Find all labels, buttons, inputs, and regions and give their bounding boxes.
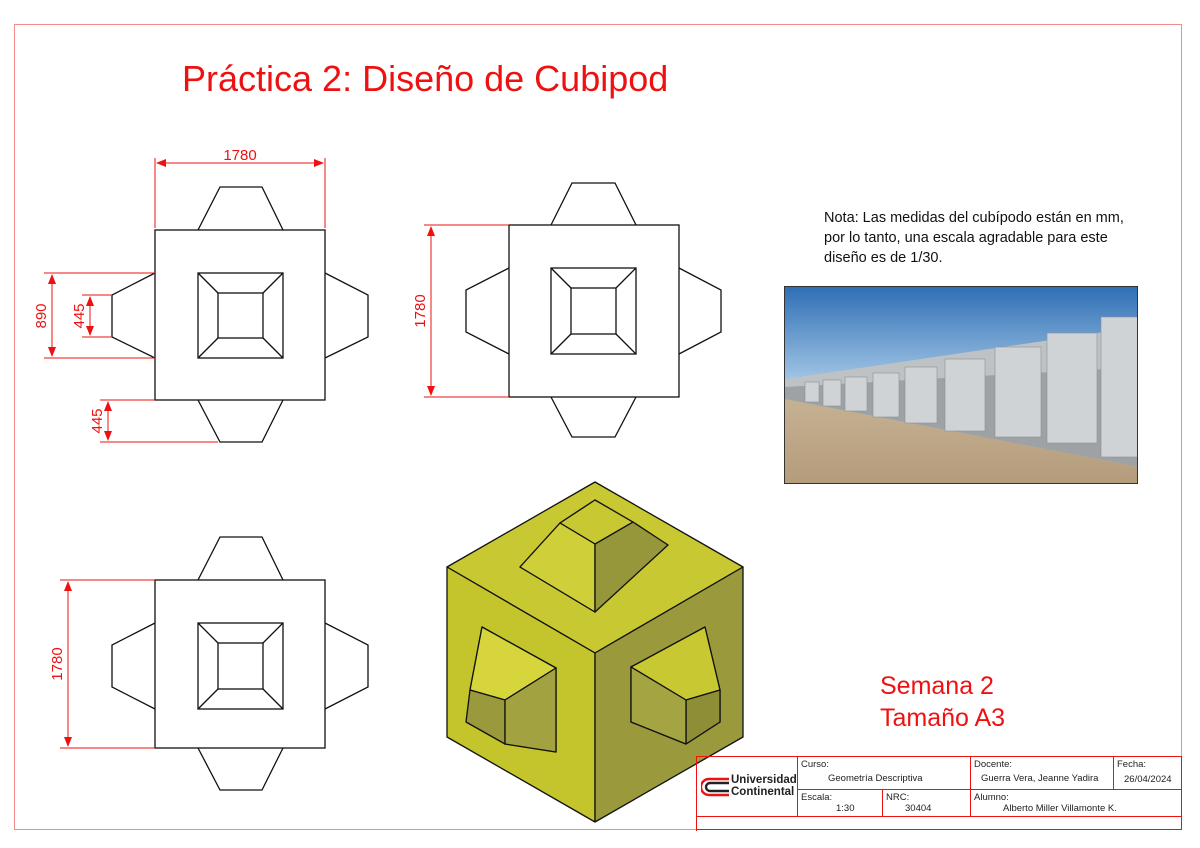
- cell-nrc: NRC: 30404: [882, 789, 970, 816]
- page-title: Práctica 2: Diseño de Cubipod: [182, 58, 669, 99]
- course-value: Geometría Descriptiva: [828, 773, 923, 784]
- view-bottom-left: [111, 536, 369, 791]
- week-label: Semana 2 Tamaño A3: [880, 670, 1005, 734]
- view-top-right: [465, 182, 722, 438]
- cell-date: Fecha: 26/04/2024: [1113, 756, 1182, 789]
- view3-dimensions: [60, 579, 155, 749]
- cell-course: Curso: Geometría Descriptiva: [797, 756, 970, 789]
- title-block: Universidad Continental Curso: Geometría…: [696, 756, 1182, 831]
- student-value: Alberto Miller Villamonte K.: [1003, 803, 1117, 814]
- drawing-frame: [14, 24, 1182, 830]
- university-logo: Universidad Continental: [697, 757, 797, 815]
- logo-line-1: Universidad: [731, 774, 797, 786]
- logo-icon: [701, 777, 729, 797]
- dim-view2-height: 1780: [412, 294, 429, 327]
- dim-side-small: 445: [71, 303, 88, 328]
- dim-top-width: 1780: [223, 147, 256, 164]
- view-top-left: [111, 186, 369, 443]
- cubipod-photo: [784, 286, 1138, 484]
- scale-note: Nota: Las medidas del cubípodo están en …: [824, 210, 1124, 266]
- dim-side-height: 890: [33, 303, 50, 328]
- dim-view3-height: 1780: [49, 647, 66, 680]
- sheet-size-line: Tamaño A3: [880, 704, 1006, 732]
- nrc-value: 30404: [905, 803, 932, 814]
- week-line-1: Semana 2: [880, 672, 994, 700]
- scale-value: 1:30: [836, 803, 855, 814]
- view2-dimensions: [424, 224, 509, 398]
- logo-text: Universidad Continental: [731, 774, 797, 798]
- logo-line-2: Continental: [731, 786, 795, 798]
- isometric-cube: [446, 481, 744, 823]
- teacher-value: Guerra Vera, Jeanne Yadira: [981, 773, 1099, 784]
- date-value: 26/04/2024: [1124, 774, 1172, 785]
- dim-bottom-small: 445: [89, 408, 106, 433]
- view1-dimensions: [44, 158, 326, 443]
- cell-teacher: Docente: Guerra Vera, Jeanne Yadira: [970, 756, 1113, 789]
- title-block-footer: [696, 816, 1182, 831]
- cell-scale: Escala: 1:30: [797, 789, 882, 816]
- cell-student: Alumno: Alberto Miller Villamonte K.: [970, 789, 1182, 816]
